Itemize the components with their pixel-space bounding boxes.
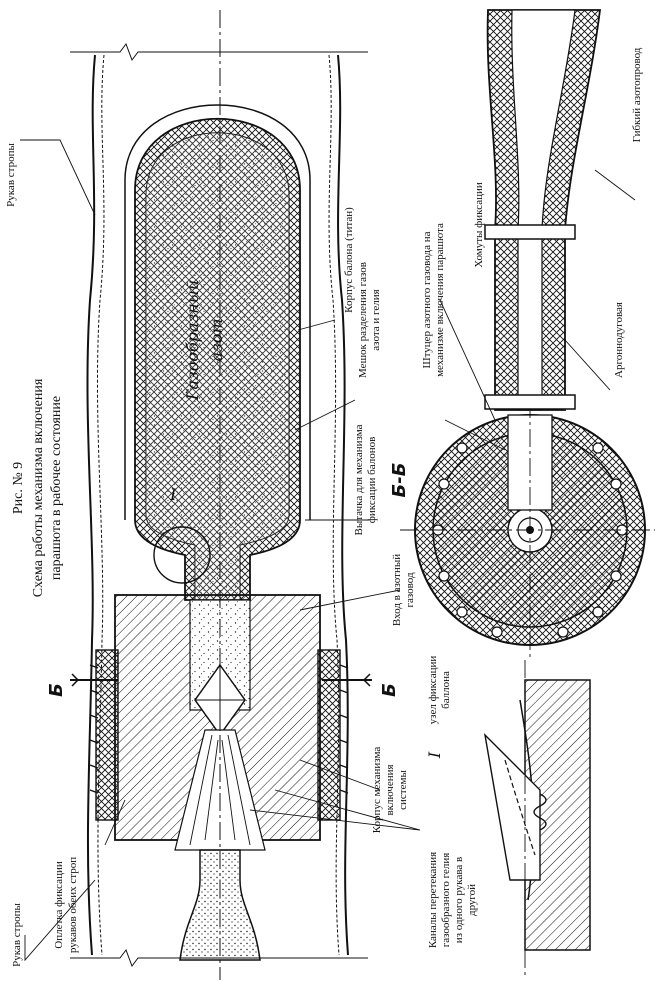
label-balloon-body: Корпус балона (титан) (343, 207, 355, 313)
label-nitrogen-inlet-1: Вход в азотный (391, 554, 403, 626)
label-sling-sleeve-bottom: Рукав стропы (11, 903, 23, 967)
sling-sleeve-left-wall (86, 54, 96, 956)
label-clamps: Хомуты фиксации (473, 182, 485, 268)
braid-left (95, 649, 119, 821)
detail-marker-I: I (169, 485, 177, 504)
main-section-view: I (70, 10, 372, 980)
figure-title-line2: парашюта в рабочее состояние (49, 396, 64, 580)
cut-mark-left: Б (46, 683, 67, 697)
bolt-holes (432, 442, 628, 638)
label-flex-pipe: Гибкий азотопровод (631, 47, 643, 142)
detail-circle-I (153, 526, 211, 584)
label-fitting-1: Штуцер азотного газовода на (421, 231, 433, 368)
label-channels-2: газообразного гелия (440, 853, 452, 948)
section-BB-view (400, 9, 655, 660)
figure-number: Рис. № 9 (11, 462, 26, 514)
handwritten-gas-2: азот (207, 318, 226, 361)
label-fitting-2: механизме включения парашюта (434, 223, 446, 377)
figure-title-line1: Схема работы механизма включения (31, 378, 46, 597)
label-channels-3: из одного рукава в (453, 857, 465, 943)
label-nitrogen-inlet-2: газовод (404, 572, 416, 607)
inner-envelope (124, 104, 311, 520)
label-mech-body-3: системы (397, 770, 409, 810)
fixation-clamp-lower (484, 394, 576, 410)
section-mark-BB: Б-Б (389, 463, 410, 498)
label-latch-2: фиксации балонов (366, 437, 378, 524)
detail-latch (483, 732, 541, 881)
label-latch-1: Вытачка для механизма (353, 424, 365, 535)
label-braid-1: Оплетка фиксации (53, 861, 65, 949)
nitrogen-gas-volume (145, 132, 290, 601)
label-node-1: узел фиксации (427, 656, 439, 725)
text-labels: Рис. № 9 Схема работы механизма включени… (5, 47, 643, 967)
node-marker: I (425, 751, 444, 759)
label-channels-1: Каналы перетекания (427, 852, 439, 948)
label-mech-body-2: включения (384, 764, 396, 815)
label-weld: Аргоннодуговая (613, 302, 625, 378)
label-node-2: баллона (440, 671, 452, 709)
leader-lines (20, 139, 636, 962)
label-sling-sleeve-top: Рукав стропы (5, 143, 17, 207)
cut-mark-right: Б (379, 683, 400, 697)
label-bag-1: Мешок разделения газов (357, 262, 369, 378)
label-braid-2: рукавов обеих строп (67, 857, 79, 953)
sling-sleeve-right-wall (337, 54, 349, 956)
fixation-clamp-upper (484, 224, 576, 240)
label-mech-body-1: Корпус механизма (371, 747, 383, 834)
label-bag-2: азота и гелия (370, 289, 382, 350)
braid-right (317, 649, 341, 821)
detail-I-view (483, 660, 591, 975)
handwritten-gas-1: Газообразный (183, 280, 202, 401)
label-channels-4: другой (466, 884, 478, 916)
